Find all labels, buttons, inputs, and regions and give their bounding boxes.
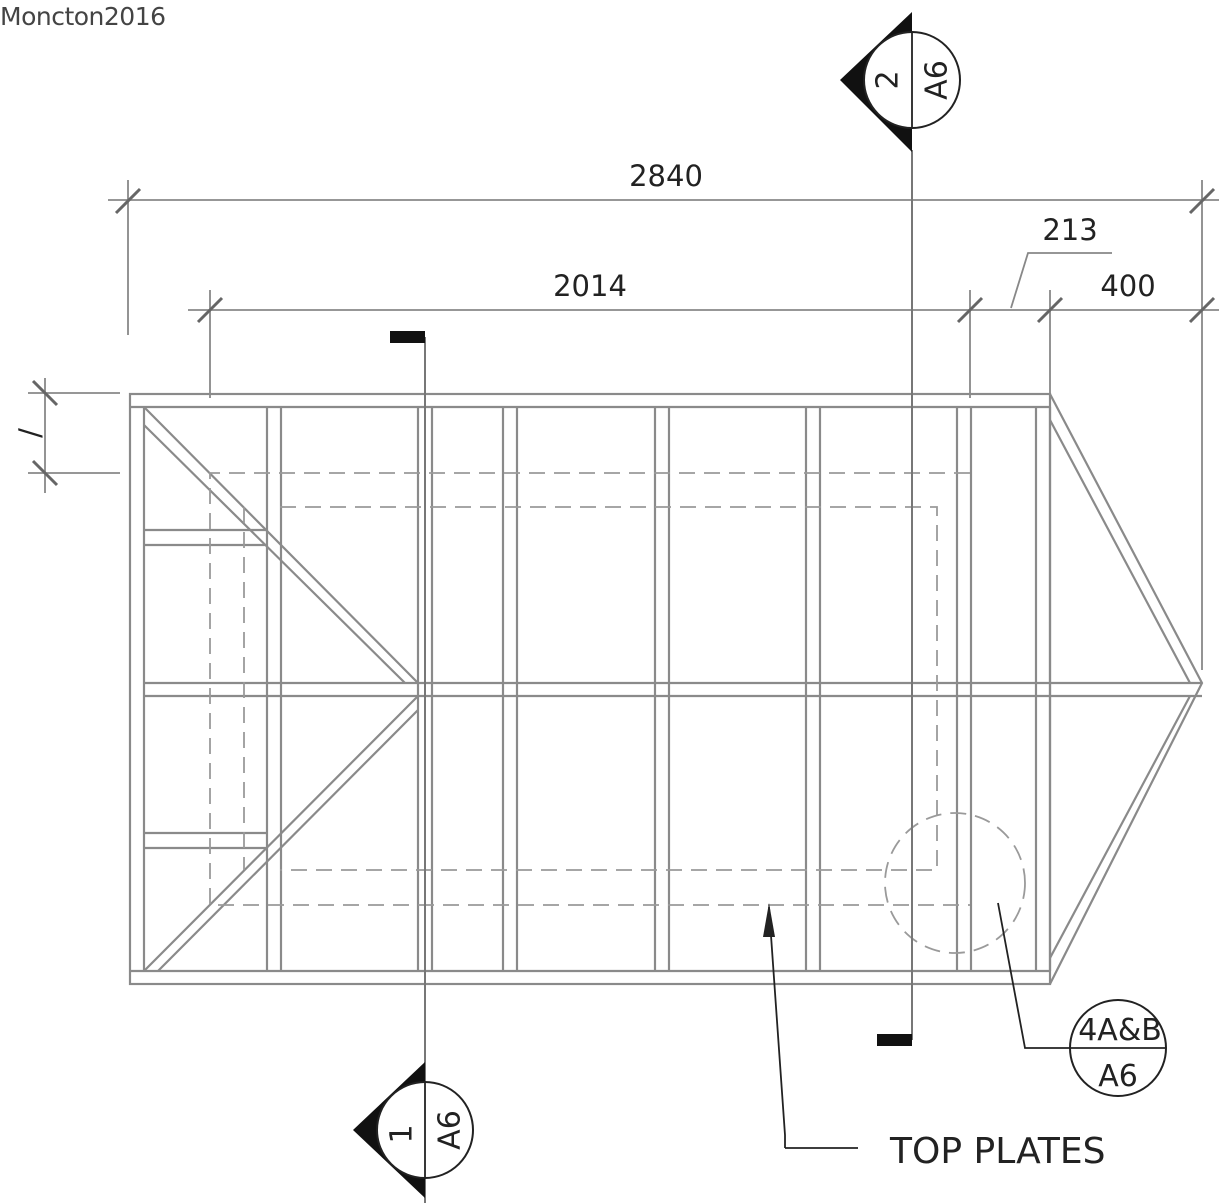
top-plates-label: TOP PLATES (889, 1131, 1106, 1172)
dimension-left-side: / (13, 378, 120, 493)
dimension-offset-leader (1010, 252, 1112, 309)
section-marker-2-sheet: A6 (920, 60, 955, 100)
section-marker-1-number: 1 (385, 1124, 420, 1143)
detail-callout-number: 4A&B (1078, 1013, 1162, 1048)
section-cut-2-end-mark (877, 1034, 912, 1046)
dimension-row-secondary: 2014 400 213 (188, 213, 1219, 398)
blocking-lines (144, 528, 267, 850)
frame-outline (128, 392, 1202, 986)
dimension-overall-label: 2840 (629, 159, 703, 193)
dimension-end-label: 400 (1100, 269, 1155, 303)
dimension-offset-label: 213 (1042, 213, 1097, 247)
top-plates-arrowhead (763, 903, 775, 937)
dimension-overall: 2840 (108, 159, 1219, 670)
stud-lines (265, 407, 1052, 971)
gable-end (1049, 393, 1204, 985)
top-plates-callout: TOP PLATES (763, 903, 1106, 1172)
detail-callout: 4A&B A6 (997, 902, 1167, 1097)
dimension-main-label: 2014 (553, 269, 627, 303)
section-cut-1: 1 A6 (353, 331, 474, 1203)
watermark-text: Moncton2016 (0, 2, 166, 31)
detail-callout-sheet: A6 (1098, 1059, 1138, 1094)
top-plates-dashed (209, 472, 1026, 954)
dimension-side-label: / (13, 428, 47, 438)
section-cut-2: 2 A6 (840, 12, 961, 1046)
diagonal-braces (143, 406, 419, 972)
section-marker-2-number: 2 (871, 70, 906, 89)
section-cut-1-end-mark (390, 331, 425, 343)
section-marker-1-sheet: A6 (433, 1110, 468, 1150)
detail-circle (884, 812, 1026, 954)
